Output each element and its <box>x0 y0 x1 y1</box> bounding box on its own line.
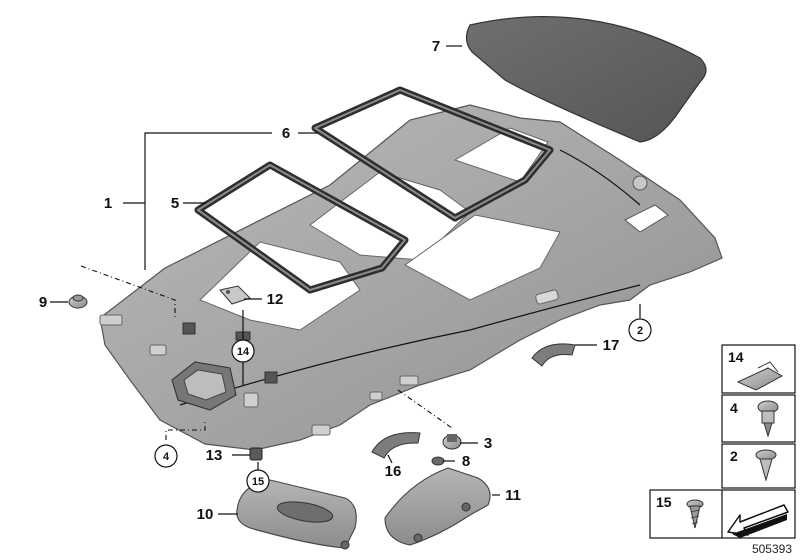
svg-text:4: 4 <box>730 400 738 416</box>
clip-part-9 <box>68 294 88 309</box>
svg-text:14: 14 <box>237 346 250 358</box>
callout-11: 11 <box>505 487 521 504</box>
legend-box-14: 14 <box>721 344 796 394</box>
callout-16: 16 <box>385 463 402 480</box>
legend-box-4: 4 <box>721 394 796 443</box>
circle-ref-2: 2 <box>628 318 652 342</box>
callout-6: 6 <box>282 125 290 142</box>
svg-text:2: 2 <box>730 448 738 464</box>
coat-hook-3 <box>442 434 462 450</box>
headliner <box>99 104 723 451</box>
svg-text:4: 4 <box>163 451 170 463</box>
circle-ref-15: 15 <box>246 469 270 493</box>
callout-1: 1 <box>104 195 112 212</box>
callout-13: 13 <box>206 447 223 464</box>
callout-12: 12 <box>267 291 284 308</box>
leader-lines <box>50 45 641 515</box>
document-number: 505393 <box>752 542 792 556</box>
callout-9: 9 <box>39 294 47 311</box>
fastener-symbol-icon <box>727 504 789 538</box>
callout-3: 3 <box>484 435 492 452</box>
clip-part-13 <box>249 447 263 461</box>
circle-ref-4: 4 <box>154 444 178 468</box>
sunroof-frame-rear <box>311 86 554 222</box>
callout-10: 10 <box>197 506 214 523</box>
legend-box-2: 2 <box>721 443 796 489</box>
svg-text:15: 15 <box>656 494 672 510</box>
grab-handle-rear <box>531 343 576 367</box>
callout-7: 7 <box>432 38 440 55</box>
circle-ref-14: 14 <box>231 339 255 363</box>
svg-text:15: 15 <box>252 476 264 488</box>
svg-text:14: 14 <box>728 349 744 365</box>
clip-part-8 <box>431 456 445 466</box>
sun-visor-right <box>384 467 491 546</box>
svg-text:2: 2 <box>637 325 643 337</box>
sound-insulation-panel <box>465 16 707 143</box>
bracket-part-12 <box>219 285 251 305</box>
callout-8: 8 <box>462 453 470 470</box>
callout-5: 5 <box>171 195 179 212</box>
callout-17: 17 <box>603 337 620 354</box>
sunroof-frame-front <box>194 161 409 294</box>
grab-handle-front <box>371 432 421 459</box>
